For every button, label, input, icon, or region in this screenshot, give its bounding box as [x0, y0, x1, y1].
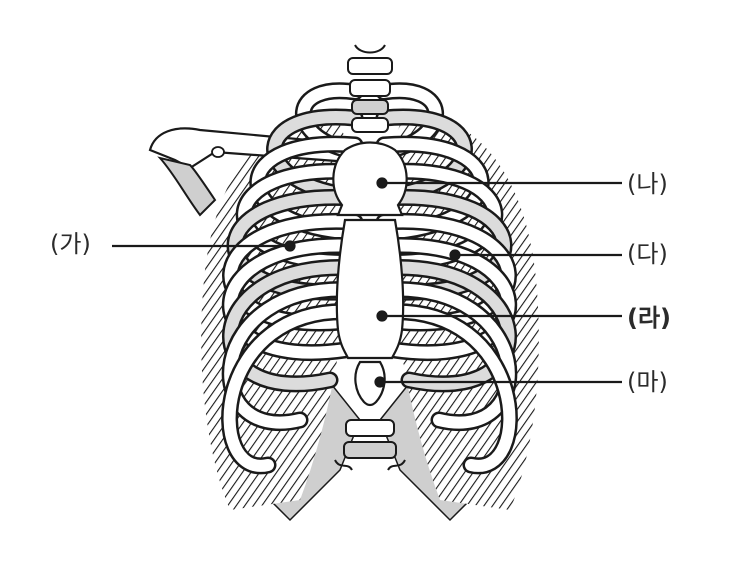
leader-lines — [112, 177, 622, 388]
ribs-right — [375, 82, 518, 475]
pointer-dot-ma — [374, 376, 386, 388]
sternum — [332, 141, 408, 407]
ribs-left — [221, 82, 364, 475]
left-rib-10 — [223, 305, 361, 472]
right-rib-7 — [378, 239, 515, 359]
pointer-dot-da — [449, 249, 461, 261]
right-rib-10 — [378, 305, 516, 472]
label-da: (다) — [627, 240, 668, 268]
pointer-dot-ra — [376, 310, 388, 322]
pointer-dot-ga — [284, 240, 296, 252]
right-rib-2 — [378, 111, 471, 201]
label-ma: (마) — [627, 368, 668, 396]
label-na: (나) — [627, 170, 668, 198]
label-ga: (가) — [50, 230, 91, 258]
vertebral-column — [334, 44, 406, 471]
sternal-body — [335, 218, 405, 360]
clavicle — [148, 127, 353, 217]
xiphoid-process — [354, 360, 386, 407]
left-rib-9 — [224, 283, 361, 429]
left-rib-2 — [268, 111, 361, 201]
left-rib-5 — [229, 191, 361, 299]
label-ra: (라) — [627, 304, 672, 332]
left-rib-7 — [224, 239, 361, 359]
right-rib-9 — [378, 283, 515, 429]
left-rib-8 — [224, 261, 361, 390]
manubrium — [332, 141, 408, 217]
pointer-dot-na — [376, 177, 388, 189]
right-rib-5 — [378, 191, 510, 299]
